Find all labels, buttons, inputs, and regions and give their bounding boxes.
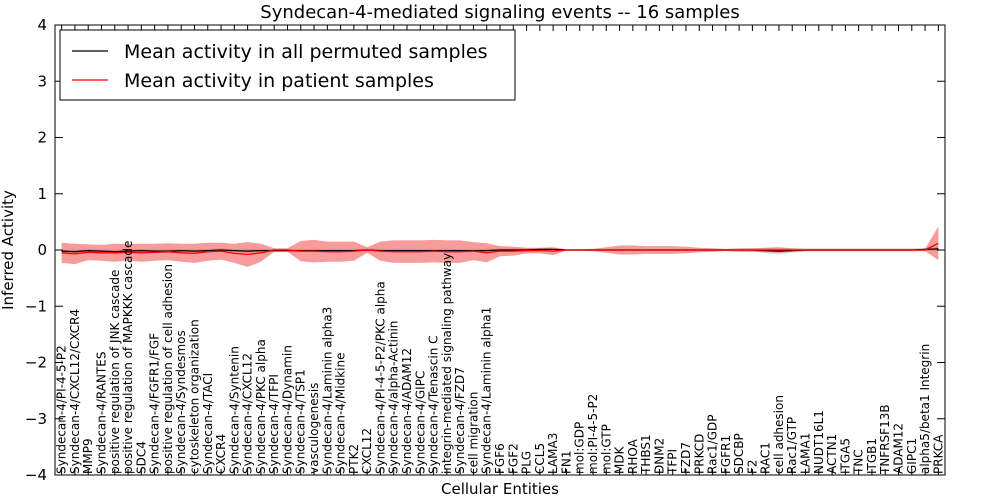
- x-tick-label: FGFR1: [719, 435, 733, 474]
- x-tick-label: PRKCA: [931, 434, 945, 474]
- y-tick-label: 3: [37, 72, 47, 90]
- x-tick-label: CCL5: [533, 443, 547, 474]
- y-tick-label: 2: [37, 129, 47, 147]
- x-tick-label: mol:GDP: [573, 422, 587, 474]
- x-tick-label: Syndecan-4/Tenascin C: [427, 335, 441, 474]
- x-tick-label: PTK2: [347, 444, 361, 474]
- x-tick-label: THBS1: [639, 434, 653, 475]
- legend: Mean activity in all permuted samplesMea…: [59, 29, 516, 101]
- x-tick-label: CXCL12: [360, 428, 374, 474]
- x-tick-label: cytoskeleton organization: [188, 319, 202, 474]
- x-tick-label: CXCR4: [214, 434, 228, 474]
- x-tick-label: positive regulation of JNK cascade: [108, 270, 122, 474]
- y-tick-label: −2: [25, 354, 47, 372]
- x-tick-label: vasculogenesis: [307, 383, 321, 474]
- x-tick-label: Syndecan-4/Laminin alpha3: [320, 307, 334, 474]
- x-tick-label: Syndecan-4/RANTES: [95, 352, 109, 474]
- x-tick-label: TNC: [852, 449, 866, 475]
- x-tick-label: Syndecan-4/Laminin alpha1: [480, 307, 494, 474]
- x-tick-label: FN1: [559, 450, 573, 474]
- x-tick-label: cell adhesion: [772, 395, 786, 474]
- x-tick-label: Syndecan-4/TFPI: [267, 374, 281, 474]
- x-tick-label: Syndecan-4/PKC alpha: [254, 339, 268, 474]
- x-tick-label: PLG: [520, 451, 534, 474]
- chart-title: Syndecan-4-mediated signaling events -- …: [260, 2, 739, 23]
- x-tick-label: LAMA1: [799, 433, 813, 474]
- y-tick-label: −1: [25, 297, 47, 315]
- x-tick-label: Syndecan-4/TACI: [201, 373, 215, 474]
- x-tick-label: Syndecan-4/FZD7: [453, 367, 467, 474]
- x-tick-label: SDC4: [134, 441, 148, 474]
- x-tick-label: Syndecan-4/CXCL12/CXCR4: [68, 309, 82, 474]
- x-tick-label: GIPC1: [905, 438, 919, 474]
- x-tick-label: TNFRSF13B: [878, 404, 892, 475]
- x-tick-label: mol:GTP: [599, 424, 613, 474]
- x-tick-label: ACTN1: [825, 434, 839, 474]
- x-tick-label: LAMA3: [546, 433, 560, 474]
- x-tick-label: MMP9: [81, 438, 95, 474]
- x-tick-label: Syndecan-4/CXCL12: [241, 353, 255, 474]
- x-tick-label: Syndecan-4/TSP1: [294, 369, 308, 474]
- x-tick-label: FGF2: [506, 443, 520, 474]
- x-tick-label: Syndecan-4/PI-4-5-P2: [55, 345, 69, 474]
- x-tick-label: F2: [745, 459, 759, 474]
- x-tick-label: Syndecan-4/Syndesmos: [174, 330, 188, 474]
- x-tick-label: PRKCD: [692, 434, 706, 474]
- y-axis-label: Inferred Activity: [0, 190, 17, 310]
- series-line-2: [61, 242, 939, 256]
- x-tick-label: DNM2: [652, 438, 666, 474]
- x-tick-label: NUDT16L1: [812, 410, 826, 474]
- legend-label-2: Mean activity in patient samples: [124, 70, 434, 92]
- series-band-2: [61, 226, 939, 267]
- x-tick-label: SDCBP: [732, 433, 746, 474]
- y-axis: −4 −3 −2 −1 0 1 2 3 4: [25, 16, 945, 484]
- y-tick-label: 0: [37, 241, 47, 259]
- x-tick-label: Syndecan-4/PI-4-5-P2/PKC alpha: [373, 281, 387, 474]
- x-tick-label: RHOA: [626, 438, 640, 474]
- x-tick-label: Syndecan-4/GIPC: [413, 371, 427, 474]
- x-tick-label: positive regulation of cell adhesion: [161, 264, 175, 474]
- legend-box: [59, 29, 516, 101]
- legend-label-1: Mean activity in all permuted samples: [124, 41, 487, 63]
- x-tick-label: Rac1/GTP: [785, 417, 799, 474]
- x-tick-label: TFPI: [666, 449, 680, 475]
- x-axis-label: Cellular Entities: [441, 480, 559, 498]
- x-tick-label: FGF6: [493, 443, 507, 474]
- x-tick-label: mol:PI-4-5-P2: [586, 394, 600, 474]
- x-tick-label: MDK: [613, 445, 627, 474]
- x-tick-label: positive regulation of MAPKKK cascade: [121, 241, 135, 474]
- y-tick-label: −3: [25, 410, 47, 428]
- x-tick-label: Syndecan-4/ADAM12: [400, 348, 414, 474]
- x-tick-label: alpha5/beta1 Integrin: [918, 344, 932, 474]
- confidence-bands: [61, 226, 939, 267]
- x-tick-label: Syndecan-4/Dynamin: [281, 345, 295, 474]
- x-tick-label: integrin-mediated signaling pathway: [440, 253, 454, 474]
- x-tick-label: Syndecan-4/Midkine: [334, 353, 348, 474]
- x-tick-label: cell migration: [466, 392, 480, 474]
- x-tick-label: ITGB1: [865, 438, 879, 474]
- y-tick-label: 1: [37, 185, 47, 203]
- x-tick-label: FZD7: [679, 442, 693, 474]
- y-tick-label: −4: [25, 466, 47, 484]
- series-lines: [61, 242, 939, 256]
- x-tick-label: RAC1: [759, 442, 773, 474]
- x-tick-label: Rac1/GDP: [706, 415, 720, 474]
- x-tick-label: ADAM12: [892, 423, 906, 474]
- x-tick-label: Syndecan-4/alpha-Actinin: [387, 321, 401, 474]
- x-tick-label: ITGA5: [838, 438, 852, 474]
- y-tick-label: 4: [37, 16, 47, 34]
- x-tick-label: Syndecan-4/Syntenin: [227, 346, 241, 474]
- x-tick-label: Syndecan-4/FGFR1/FGF: [148, 333, 162, 474]
